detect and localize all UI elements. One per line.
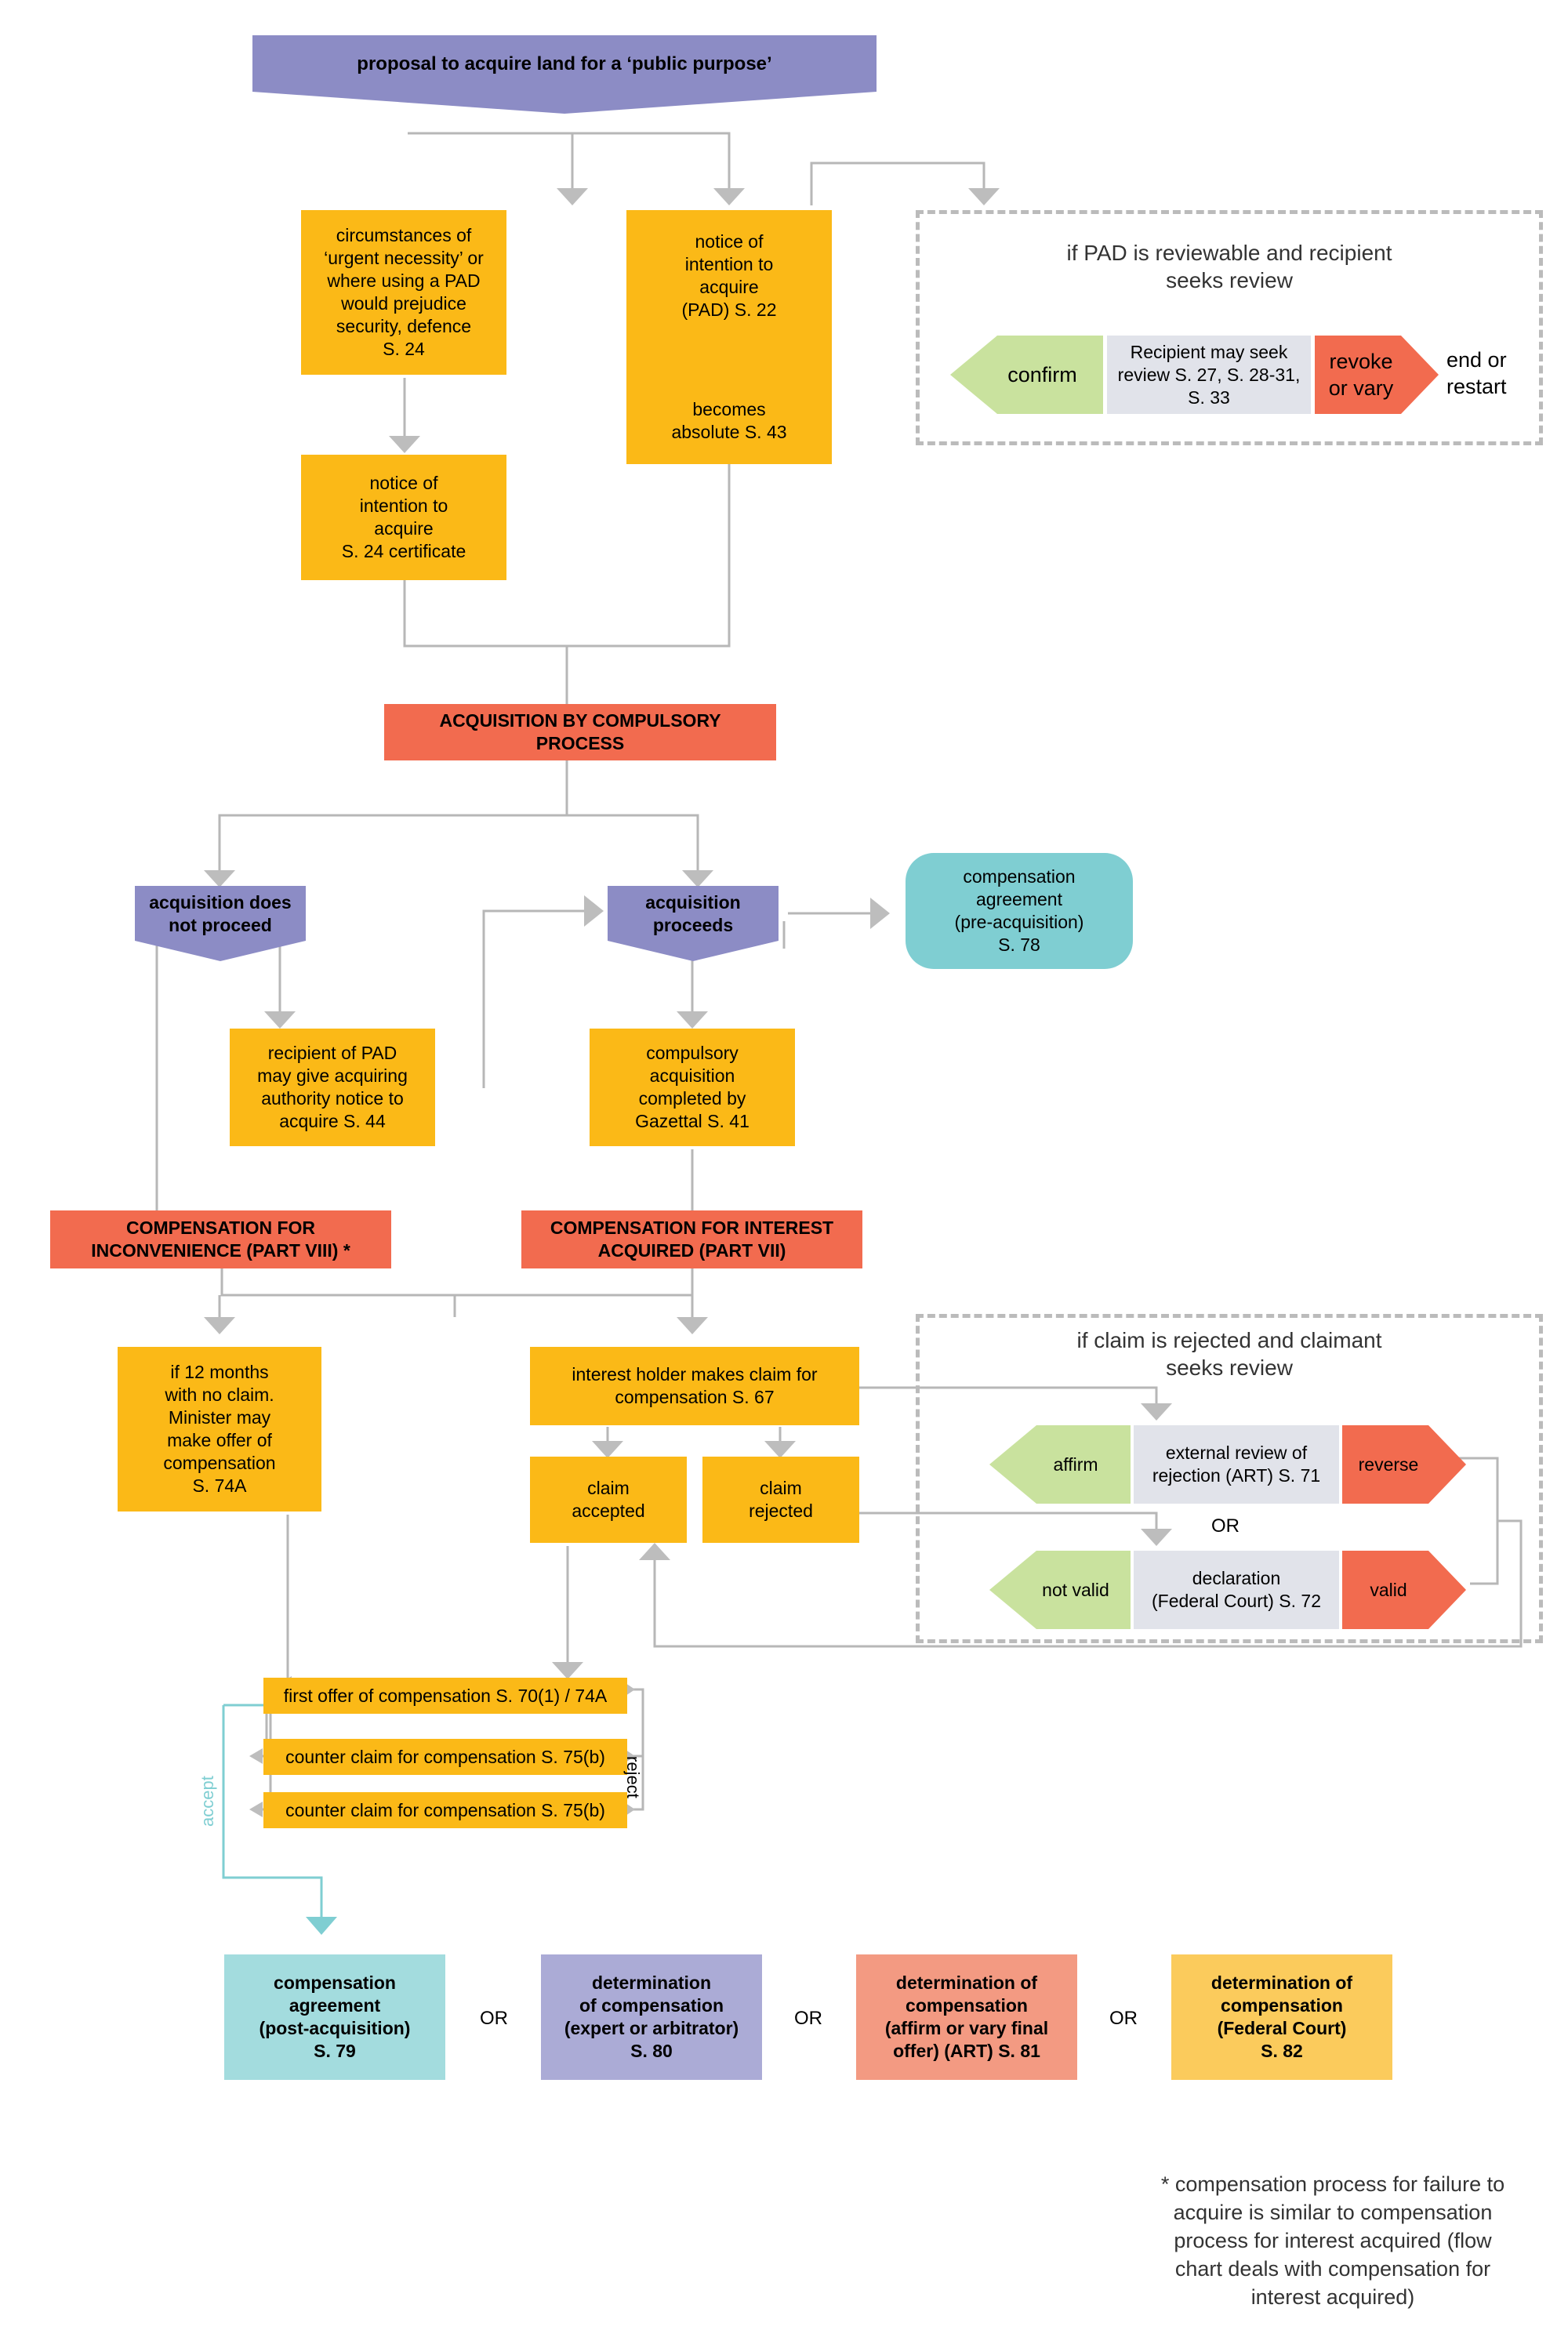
claim-accepted-box: claim accepted	[530, 1457, 687, 1543]
outcome-federal-box: determination of compensation (Federal C…	[1171, 1954, 1392, 2080]
revoke-label: revoke or vary	[1328, 350, 1394, 400]
notice-s24-box: notice of intention to acquire S. 24 cer…	[301, 455, 506, 580]
claim-s67-box: interest holder makes claim for compensa…	[530, 1347, 859, 1425]
twelve-months-box: if 12 months with no claim. Minister may…	[118, 1347, 321, 1512]
not-proceed-label: acquisition does not proceed	[149, 892, 292, 935]
start-banner: proposal to acquire land for a ‘public p…	[252, 35, 877, 114]
external-review-box: external review of rejection (ART) S. 71	[1134, 1425, 1339, 1504]
outcome-or-1: OR	[480, 2008, 508, 2029]
revoke-arrow: revoke or vary	[1315, 336, 1439, 414]
reverse-arrow: reverse	[1342, 1425, 1466, 1504]
urgent-necessity-box: circumstances of ‘urgent necessity’ or w…	[301, 210, 506, 375]
proceeds-shape: acquisition proceeds	[608, 886, 779, 961]
counter-claim-box-2: counter claim for compensation S. 75(b)	[263, 1792, 627, 1828]
affirm-arrow: affirm	[989, 1425, 1131, 1504]
comp-interest-box: COMPENSATION FOR INTEREST ACQUIRED (PART…	[521, 1210, 862, 1268]
claim-rejected-box: claim rejected	[702, 1457, 859, 1543]
comp-pre-acquisition-box: compensation agreement (pre-acquisition)…	[906, 853, 1133, 969]
notice-pad-box: notice of intention to acquire (PAD) S. …	[626, 210, 832, 464]
reject-label: reject	[623, 1756, 643, 1798]
reverse-label: reverse	[1358, 1453, 1419, 1475]
pad-review-title: if PAD is reviewable and recipient seeks…	[1066, 241, 1392, 292]
valid-arrow: valid	[1342, 1551, 1466, 1629]
footnote: * compensation process for failure to ac…	[1160, 2172, 1505, 2309]
counter-claim-box-1: counter claim for compensation S. 75(b)	[263, 1739, 627, 1775]
recipient-review-box: Recipient may seek review S. 27, S. 28-3…	[1107, 336, 1311, 414]
comp-inconvenience-box: COMPENSATION FOR INCONVENIENCE (PART VII…	[50, 1210, 391, 1268]
claim-review-title: if claim is rejected and claimant seeks …	[1076, 1328, 1382, 1380]
claim-review-region	[916, 1314, 1543, 1643]
valid-label: valid	[1370, 1579, 1407, 1600]
outcome-expert-box: determination of compensation (expert or…	[541, 1954, 762, 2080]
outcome-or-3: OR	[1109, 2008, 1138, 2029]
not-valid-label: not valid	[1042, 1579, 1109, 1600]
confirm-label: confirm	[1007, 362, 1077, 386]
first-offer-box: first offer of compensation S. 70(1) / 7…	[263, 1678, 627, 1714]
recipient-s44-box: recipient of PAD may give acquiring auth…	[230, 1029, 435, 1146]
outcome-or-2: OR	[794, 2008, 822, 2029]
not-proceed-shape: acquisition does not proceed	[135, 886, 306, 961]
accept-label: accept	[198, 1776, 217, 1827]
pad-review-region	[916, 210, 1543, 445]
outcome-agreement-box: compensation agreement (post-acquisition…	[224, 1954, 445, 2080]
declaration-box: declaration (Federal Court) S. 72	[1134, 1551, 1339, 1629]
start-label: proposal to acquire land for a ‘public p…	[357, 53, 772, 74]
confirm-arrow: confirm	[950, 336, 1103, 414]
end-restart-label: end or restart	[1446, 348, 1507, 398]
notice-pad-label: notice of intention to acquire (PAD) S. …	[681, 231, 777, 320]
gazettal-s41-box: compulsory acquisition completed by Gaze…	[590, 1029, 795, 1146]
acquisition-compulsory-box: ACQUISITION BY COMPULSORY PROCESS	[384, 704, 776, 760]
claim-review-or: OR	[1211, 1515, 1240, 1537]
outcome-art-box: determination of compensation (affirm or…	[856, 1954, 1077, 2080]
becomes-absolute-label: becomes absolute S. 43	[671, 399, 787, 442]
not-valid-arrow: not valid	[989, 1551, 1131, 1629]
proceeds-label: acquisition proceeds	[645, 892, 741, 935]
affirm-label: affirm	[1053, 1453, 1098, 1475]
